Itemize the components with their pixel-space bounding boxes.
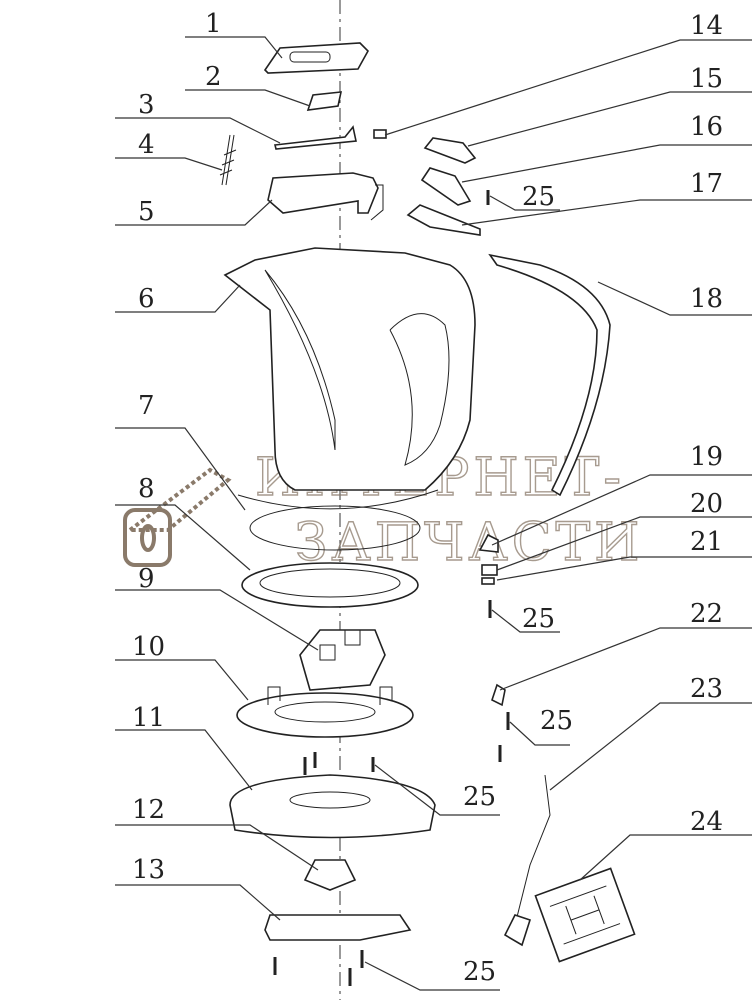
label-7: 7 xyxy=(138,391,155,421)
label-18: 18 xyxy=(690,284,723,314)
label-11: 11 xyxy=(132,703,165,733)
label-25-switch: 25 xyxy=(522,604,555,634)
label-17: 17 xyxy=(690,169,723,199)
label-14: 14 xyxy=(690,11,723,41)
part-base-cover xyxy=(229,774,436,839)
label-19: 19 xyxy=(690,442,723,472)
label-25-bottom: 25 xyxy=(463,957,496,987)
label-22: 22 xyxy=(690,599,723,629)
part-connector xyxy=(303,859,357,891)
label-9: 9 xyxy=(138,564,155,594)
part-lid xyxy=(263,42,369,74)
label-12: 12 xyxy=(132,795,165,825)
label-25-base: 25 xyxy=(463,782,496,812)
label-15: 15 xyxy=(690,64,723,94)
label-25-top: 25 xyxy=(522,182,555,212)
label-10: 10 xyxy=(132,632,165,662)
label-1: 1 xyxy=(205,9,222,39)
leader-lines xyxy=(115,36,752,991)
part-bottom-cover xyxy=(264,914,412,941)
part-labels: 1 2 3 4 5 6 7 8 9 10 11 12 13 14 15 16 1… xyxy=(132,9,723,987)
part-button xyxy=(306,91,343,111)
label-4: 4 xyxy=(138,130,155,160)
label-25-right: 25 xyxy=(540,706,573,736)
label-21: 21 xyxy=(690,527,723,557)
label-8: 8 xyxy=(138,474,155,504)
label-2: 2 xyxy=(205,62,222,92)
part-kettle-body xyxy=(223,247,476,551)
part-lid-frame xyxy=(267,172,384,221)
label-3: 3 xyxy=(138,90,155,120)
label-13: 13 xyxy=(132,855,165,885)
part-lever xyxy=(274,125,357,150)
label-6: 6 xyxy=(138,284,155,314)
label-24: 24 xyxy=(690,807,723,837)
part-base-plate xyxy=(236,686,414,738)
label-5: 5 xyxy=(138,197,155,227)
label-16: 16 xyxy=(690,112,723,142)
part-thermostat xyxy=(299,629,386,691)
label-23: 23 xyxy=(690,674,723,704)
part-base-ring xyxy=(241,562,419,608)
label-20: 20 xyxy=(690,489,723,519)
part-spring xyxy=(219,134,237,186)
part-handle xyxy=(488,253,611,497)
part-small-parts xyxy=(373,129,636,963)
chainsaw-logo xyxy=(123,467,232,567)
part-screws xyxy=(273,190,510,986)
